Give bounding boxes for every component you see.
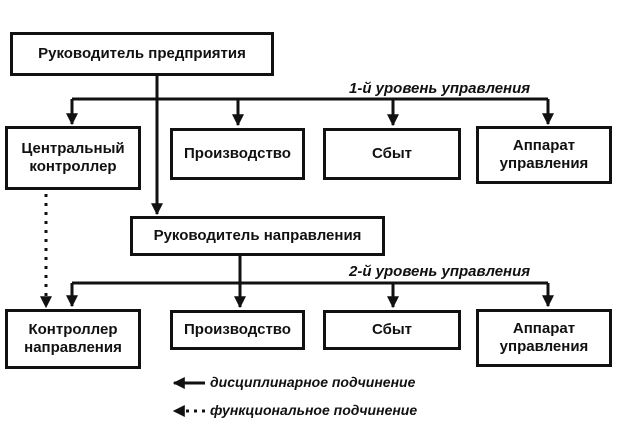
direction-head-box: Руководитель направления [130,216,385,256]
level1-label: 1-й уровень управления [347,80,533,97]
enterprise-head-box: Руководитель предприятия [10,32,274,76]
direction-controller-box: Контроллер направления [5,309,141,369]
level2-label: 2-й уровень управления [347,263,533,280]
sales-box-1: Сбыт [323,128,461,180]
central-controller-box: Центральный контроллер [5,126,141,190]
legend-functional-label: функциональное подчинение [210,402,418,418]
admin-box-1: Аппарат управления [476,126,612,184]
sales-box-2: Сбыт [323,310,461,350]
production-box-1: Производство [170,128,305,180]
legend-disciplinary-label: дисциплинарное подчинение [210,374,416,390]
production-box-2: Производство [170,310,305,350]
admin-box-2: Аппарат управления [476,309,612,367]
